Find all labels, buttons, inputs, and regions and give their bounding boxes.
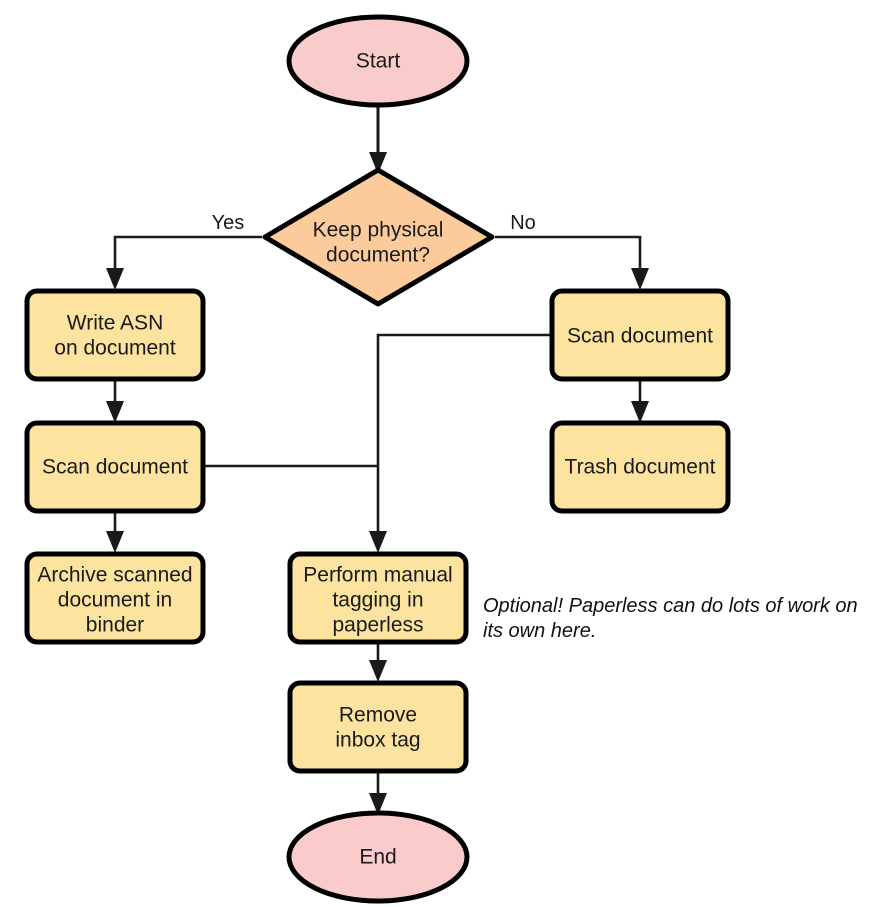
node-remove-inbox-label-line2: inbox tag — [335, 729, 420, 752]
node-end[interactable]: End — [286, 810, 470, 904]
node-scan-document-right[interactable]: Scan document — [549, 288, 731, 382]
node-write-asn-on-document[interactable]: Write ASN on document — [24, 288, 206, 382]
edge-write-asn-to-scan-left — [106, 379, 124, 423]
node-archive-label-line1: Archive scanned — [37, 564, 192, 587]
node-start[interactable]: Start — [286, 14, 470, 108]
node-manual-tagging-label-line3: paperless — [332, 614, 423, 637]
node-decision-keep-physical-document[interactable]: Keep physical document? — [262, 167, 495, 307]
node-trash-document-label: Trash document — [565, 456, 716, 479]
node-archive-label-line2: document in — [58, 589, 172, 612]
node-decision-label-line1: Keep physical — [313, 219, 444, 242]
edge-decision-no-to-scan-right — [495, 235, 649, 290]
edge-scan-right-to-trash — [631, 379, 649, 423]
edge-scan-left-to-archive — [106, 511, 124, 553]
node-write-asn-label-line1: Write ASN — [67, 312, 163, 335]
edge-scan-right-to-manual-tagging — [369, 333, 552, 553]
edge-remove-inbox-to-end — [369, 772, 387, 815]
node-manual-tagging-label-line2: tagging in — [332, 589, 423, 612]
node-scan-document-right-label: Scan document — [567, 325, 713, 348]
node-start-label: Start — [356, 50, 401, 73]
node-end-label: End — [359, 846, 396, 869]
node-perform-manual-tagging[interactable]: Perform manual tagging in paperless — [287, 551, 469, 645]
edge-label-yes: Yes — [212, 212, 245, 234]
node-scan-document-left[interactable]: Scan document — [24, 420, 206, 514]
node-write-asn-label-line2: on document — [54, 337, 176, 360]
edge-manual-tagging-to-remove-inbox — [369, 643, 387, 682]
node-remove-inbox-label-line1: Remove — [339, 704, 417, 727]
edge-start-to-decision — [369, 104, 387, 174]
node-trash-document[interactable]: Trash document — [549, 420, 731, 514]
node-archive-label-line3: binder — [86, 614, 144, 637]
node-remove-inbox-tag[interactable]: Remove inbox tag — [287, 680, 469, 774]
edge-decision-yes-to-write-asn — [106, 235, 262, 290]
edge-label-no: No — [510, 212, 536, 234]
annotation-note-line2: its own here. — [483, 620, 596, 642]
node-archive-scanned-document[interactable]: Archive scanned document in binder — [24, 551, 206, 645]
node-manual-tagging-label-line1: Perform manual — [303, 564, 452, 587]
node-scan-document-left-label: Scan document — [42, 456, 188, 479]
annotation-note-line1: Optional! Paperless can do lots of work … — [483, 595, 858, 617]
annotation-note: Optional! Paperless can do lots of work … — [483, 595, 858, 642]
node-decision-label-line2: document? — [326, 244, 430, 267]
